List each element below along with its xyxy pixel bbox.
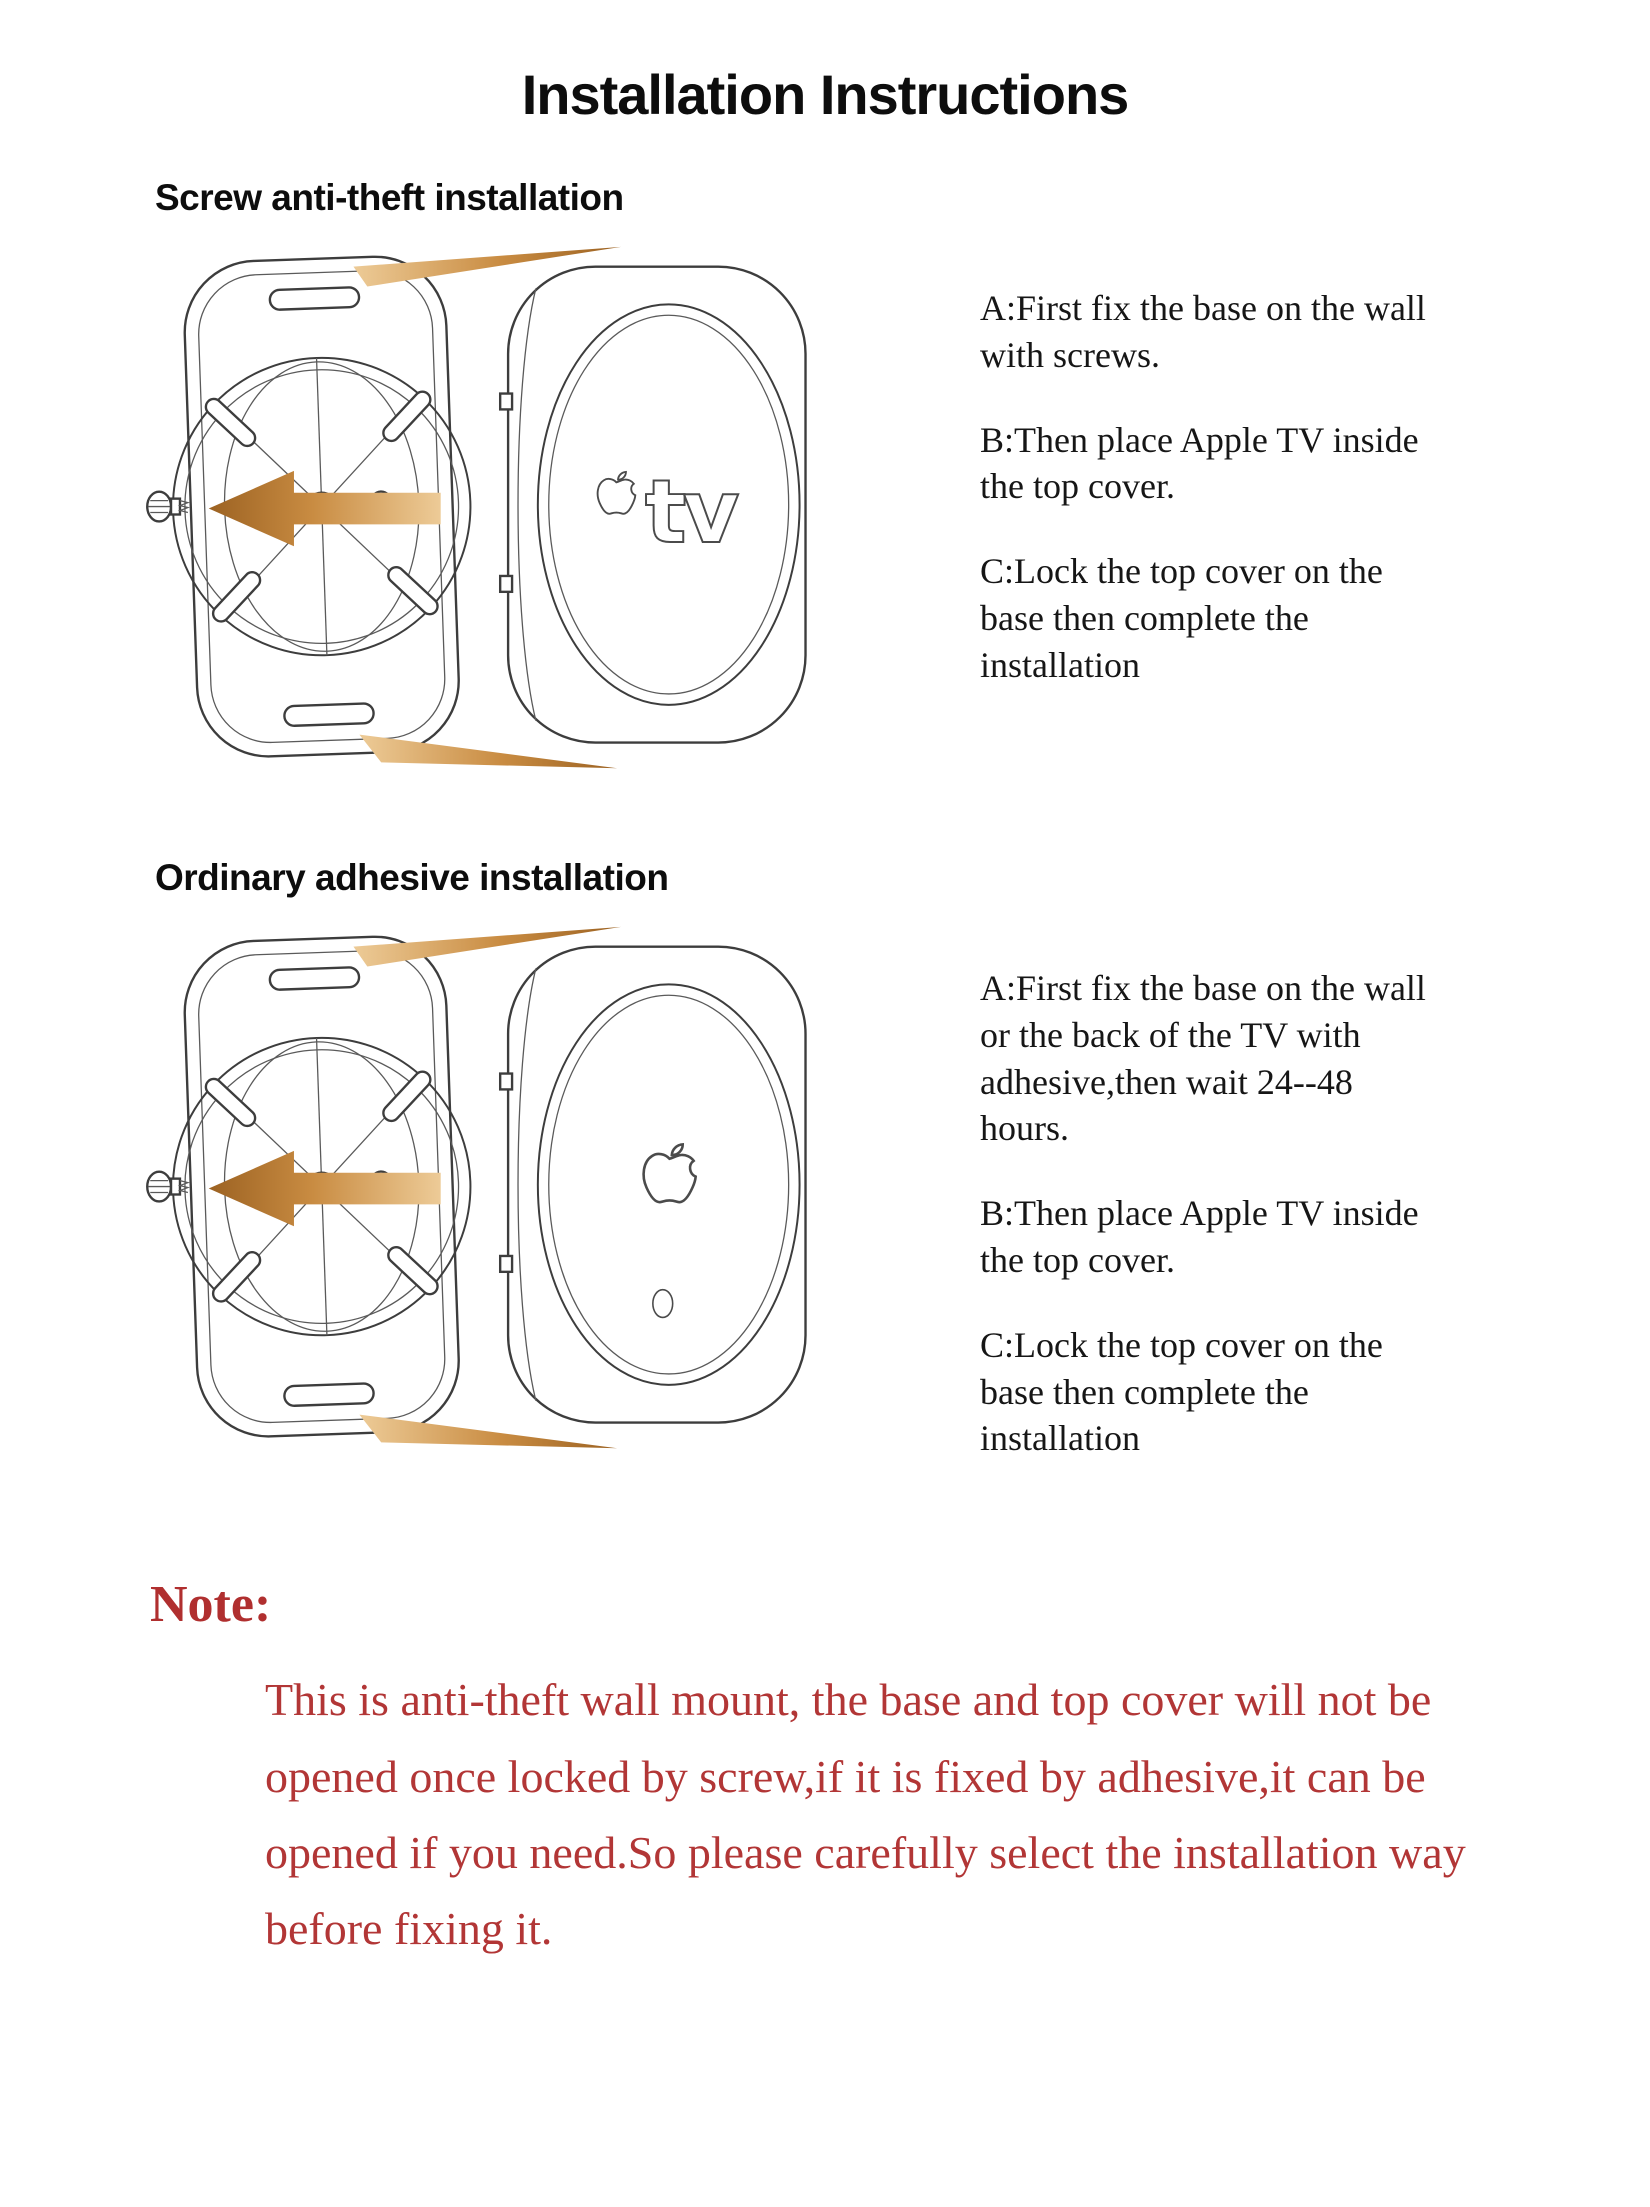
step-b: B:Then place Apple TV inside the top cov… <box>980 1193 1419 1280</box>
note-label: Note: <box>150 1576 272 1634</box>
status-light-drawing <box>652 1288 674 1319</box>
step-c: C:Lock the top cover on the base then co… <box>980 551 1383 685</box>
step-c: C:Lock the top cover on the base then co… <box>980 1324 1383 1459</box>
step-a: A:First fix the base on the wall with sc… <box>980 288 1426 375</box>
adhesive-installation-drawing <box>146 925 807 1450</box>
adhesive-installation-illustration <box>140 907 910 1482</box>
page-title: Installation Instructions <box>521 63 1130 126</box>
apple-logo-group <box>642 1143 697 1319</box>
note-section: Note: This is anti-theft wall mount, the… <box>150 1575 1650 1967</box>
instruction-sheet: Installation Instructions Screw anti-the… <box>0 62 1650 2207</box>
screw-installation-steps: A:First fix the base on the wall with sc… <box>980 227 1450 727</box>
section-screw-installation: Screw anti-theft installation tv A:First… <box>0 177 1650 802</box>
screw-installation-drawing: tv <box>146 245 807 770</box>
adhesive-installation-steps: A:First fix the base on the wall or the … <box>980 907 1450 1500</box>
step-a: A:First fix the base on the wall or the … <box>980 968 1426 1149</box>
section-heading-screw: Screw anti-theft installation <box>155 177 624 218</box>
apple-tv-logo: tv <box>596 460 744 564</box>
note-text: This is anti-theft wall mount, the base … <box>265 1674 1466 1955</box>
screw-installation-illustration: tv <box>140 227 910 802</box>
tv-logo-text: tv <box>645 461 739 563</box>
step-b: B:Then place Apple TV inside the top cov… <box>980 419 1419 507</box>
section-adhesive-installation: Ordinary adhesive installation A:First f… <box>0 857 1650 1500</box>
apple-tv-box-drawing <box>498 945 807 1424</box>
section-heading-adhesive: Ordinary adhesive installation <box>155 857 669 898</box>
